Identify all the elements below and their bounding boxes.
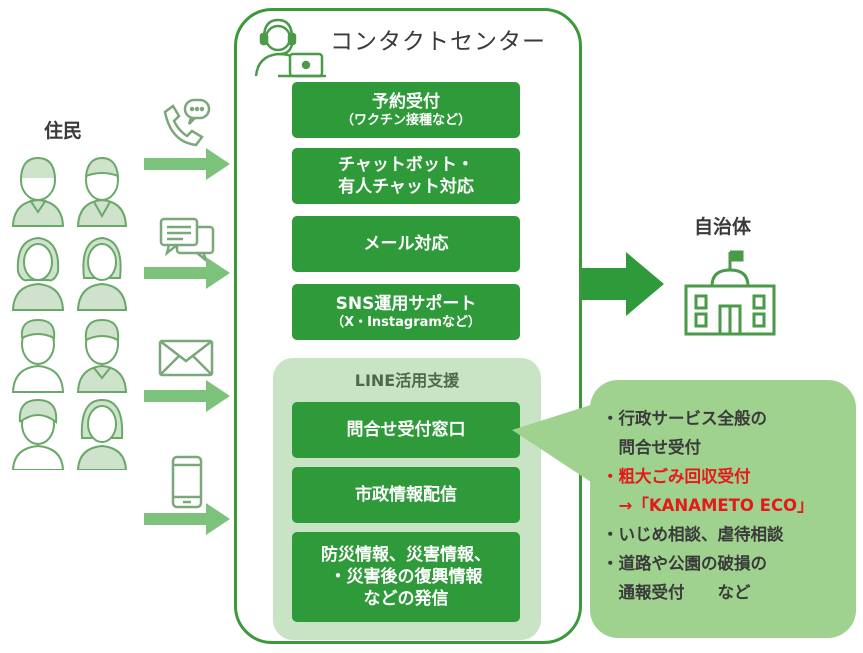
person-icon	[11, 318, 65, 393]
line-support-title: LINE活用支援	[354, 371, 460, 390]
arrow-phone	[144, 148, 230, 180]
callout-pointer	[512, 380, 856, 638]
arrow-smartphone	[144, 503, 230, 535]
channel-arrows	[144, 148, 230, 535]
line-city-info-label: 市政情報配信	[355, 484, 457, 505]
service-reservation-sub: （ワクチン接種など）	[340, 112, 471, 128]
operator-icon	[254, 18, 326, 78]
arrow-mail	[144, 380, 230, 412]
service-email: メール対応	[292, 216, 520, 272]
chat-icon	[159, 217, 215, 262]
callout-line-3: ・粗大ごみ回収受付	[602, 467, 751, 486]
phone-icon	[163, 98, 211, 147]
service-chat: チャットボット・ 有人チャット対応	[292, 148, 520, 204]
line-inquiry-window: 問合せ受付窓口	[292, 402, 520, 458]
callout-line-1: ・行政サービス全般の	[602, 409, 767, 428]
person-icon	[76, 318, 128, 393]
arrow-to-municipality	[582, 252, 664, 316]
service-sns-sub: （X・Instagramなど）	[331, 314, 481, 330]
callout-line-4: →「KANAMETO ECO」	[602, 496, 814, 515]
service-chat-label-2: 有人チャット対応	[338, 177, 474, 197]
line-disaster-line-1: 防災情報、災害情報、	[321, 544, 491, 565]
municipality-label: 自治体	[694, 216, 752, 238]
residents-label: 住民	[44, 120, 83, 142]
person-icon	[11, 156, 65, 227]
callout-line-5: ・いじめ相談、虐待相談	[602, 525, 784, 544]
line-disaster-info: 防災情報、災害情報、 ・災害後の復興情報 などの発信	[292, 532, 520, 622]
callout-line-7: 通報受付 など	[602, 583, 751, 602]
arrow-chat	[144, 257, 230, 289]
line-disaster-line-3: などの発信	[363, 589, 449, 610]
callout-list: ・行政サービス全般の 問合せ受付 ・粗大ごみ回収受付 →「KANAMETO EC…	[602, 404, 814, 607]
line-inquiry-label: 問合せ受付窓口	[346, 419, 466, 440]
person-icon	[76, 156, 128, 227]
smartphone-icon	[171, 455, 203, 509]
mail-icon	[158, 339, 214, 377]
service-sns-label: SNS運用サポート	[335, 293, 477, 314]
person-icon	[11, 398, 65, 470]
person-icon	[11, 236, 65, 311]
residents-people-icons	[11, 156, 128, 470]
service-email-label: メール対応	[363, 233, 449, 254]
line-disaster-line-2: ・災害後の復興情報	[329, 566, 483, 587]
person-icon	[76, 398, 128, 470]
city-hall-icon	[684, 250, 776, 336]
line-city-info: 市政情報配信	[292, 467, 520, 523]
service-reservation-label: 予約受付	[372, 91, 440, 112]
service-reservation: 予約受付 （ワクチン接種など）	[292, 82, 520, 138]
callout-line-2: 問合せ受付	[602, 438, 702, 457]
person-icon	[76, 236, 128, 311]
callout-line-6: ・道路や公園の破損の	[602, 554, 767, 573]
service-chat-label-1: チャットボット・	[338, 154, 474, 175]
contact-center-title: コンタクトセンター	[330, 29, 546, 55]
service-sns: SNS運用サポート （X・Instagramなど）	[292, 284, 520, 340]
